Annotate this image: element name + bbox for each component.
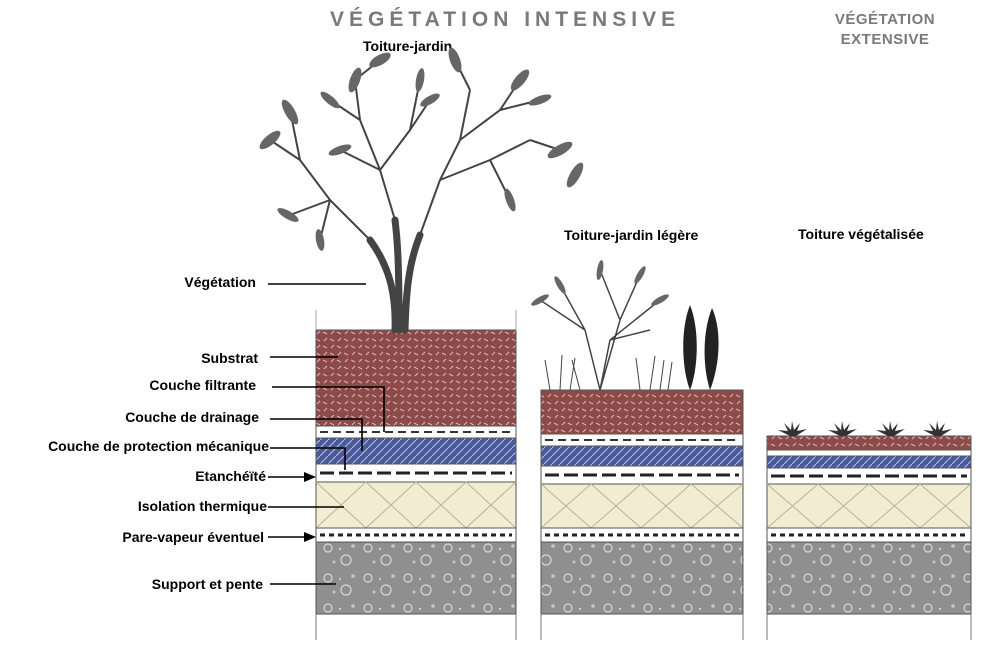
header-intensive: VÉGÉTATION INTENSIVE <box>330 8 681 31</box>
leader-lines <box>268 283 385 585</box>
label-support: Support et pente <box>151 576 263 592</box>
label-substrat: Substrat <box>201 350 258 366</box>
layer-drainage-3 <box>766 455 972 469</box>
layer-drainage-2 <box>540 445 744 467</box>
layer-drainage-1 <box>315 437 517 465</box>
column-toiture-jardin <box>259 47 584 640</box>
title-toiture-vegetalisee: Toiture végétalisée <box>798 226 924 242</box>
label-pare-vapeur: Pare-vapeur éventuel <box>122 529 264 545</box>
title-toiture-jardin: Toiture-jardin <box>363 38 453 54</box>
layer-isolation-2 <box>540 483 744 529</box>
layer-isolation-3 <box>766 483 972 529</box>
sedum-icon <box>778 421 952 436</box>
tree-icon <box>259 47 584 334</box>
layer-support-3 <box>766 541 972 615</box>
layer-pare-vapeur-2 <box>540 527 744 543</box>
label-isolation: Isolation thermique <box>137 498 267 514</box>
layer-support-2 <box>540 541 744 615</box>
label-couche-filtrante: Couche filtrante <box>149 377 256 393</box>
title-toiture-jardin-legere: Toiture-jardin légère <box>564 227 699 243</box>
layer-isolation-1 <box>315 481 517 529</box>
layer-substrat-2 <box>540 389 744 435</box>
label-couche-protection: Couche de protection mécanique <box>48 438 269 454</box>
label-vegetation: Végétation <box>184 274 256 290</box>
label-couche-drainage: Couche de drainage <box>125 409 259 425</box>
layer-pare-vapeur-3 <box>766 527 972 543</box>
column-toiture-vegetalisee <box>766 421 972 640</box>
layer-support-1 <box>315 541 517 615</box>
label-etancheite: Etanchéïté <box>195 468 266 484</box>
layer-filtrante-3 <box>766 449 972 457</box>
layer-substrat-3 <box>766 435 972 451</box>
column-toiture-jardin-legere <box>531 260 744 640</box>
header-extensive: VÉGÉTATION EXTENSIVE <box>834 11 936 48</box>
layer-substrat-1 <box>315 329 517 427</box>
shrub-icon <box>531 260 719 391</box>
